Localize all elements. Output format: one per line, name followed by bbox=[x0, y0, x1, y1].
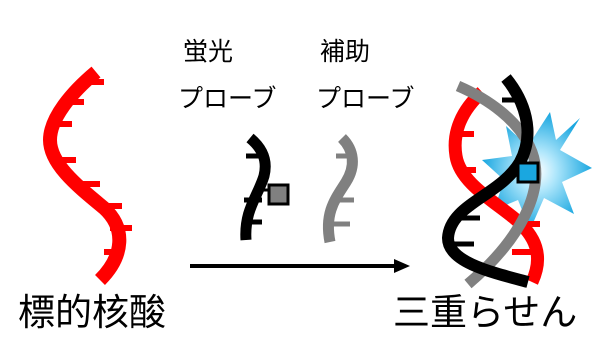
fluorescent-probe-label-line1: 蛍光 bbox=[183, 37, 234, 66]
fluorophore-icon bbox=[267, 183, 290, 206]
helper-probe-label-line2: プローブ bbox=[316, 84, 415, 113]
reaction-arrow-icon bbox=[190, 259, 410, 273]
helper-probe-icon bbox=[322, 134, 358, 244]
triple-helix-icon bbox=[441, 74, 545, 289]
target-nucleic-acid-label: 標的核酸 bbox=[18, 291, 166, 334]
fluorescent-probe-icon bbox=[240, 133, 290, 241]
fluorophore-lit-icon bbox=[516, 161, 540, 184]
fluorescent-probe-label-line2: プローブ bbox=[178, 84, 277, 113]
triplex-label: 三重らせん bbox=[393, 291, 578, 334]
helper-probe-label-line1: 補助 bbox=[320, 37, 371, 66]
target-nucleic-acid-icon bbox=[42, 66, 132, 285]
